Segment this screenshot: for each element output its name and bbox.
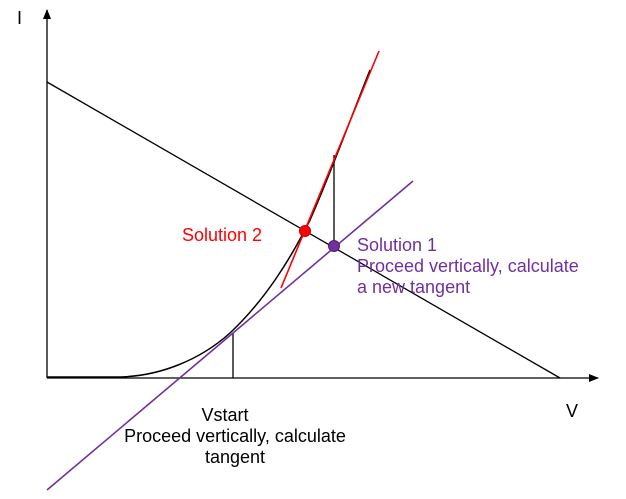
- solution1-line3: a new tangent: [357, 277, 471, 297]
- tangent-line-2: [280, 50, 380, 289]
- y-axis-label: I: [17, 8, 23, 28]
- x-axis-label: V: [566, 401, 579, 421]
- vstart-line3: tangent: [204, 447, 266, 467]
- solution1-annotation: Solution 1 Proceed vertically, calculate…: [357, 235, 579, 298]
- solution2-point: [299, 225, 311, 237]
- solution2-label: Solution 2: [182, 225, 263, 245]
- iv-curve: [47, 69, 371, 378]
- tangent-line-1: [46, 180, 414, 491]
- vstart-title: Vstart: [201, 405, 249, 425]
- vstart-annotation: Vstart Proceed vertically, calculate tan…: [90, 405, 380, 468]
- solution1-point: [328, 240, 340, 252]
- solution1-title: Solution 1: [357, 235, 438, 255]
- vstart-line2: Proceed vertically, calculate: [124, 426, 346, 446]
- solution1-line2: Proceed vertically, calculate: [357, 256, 579, 276]
